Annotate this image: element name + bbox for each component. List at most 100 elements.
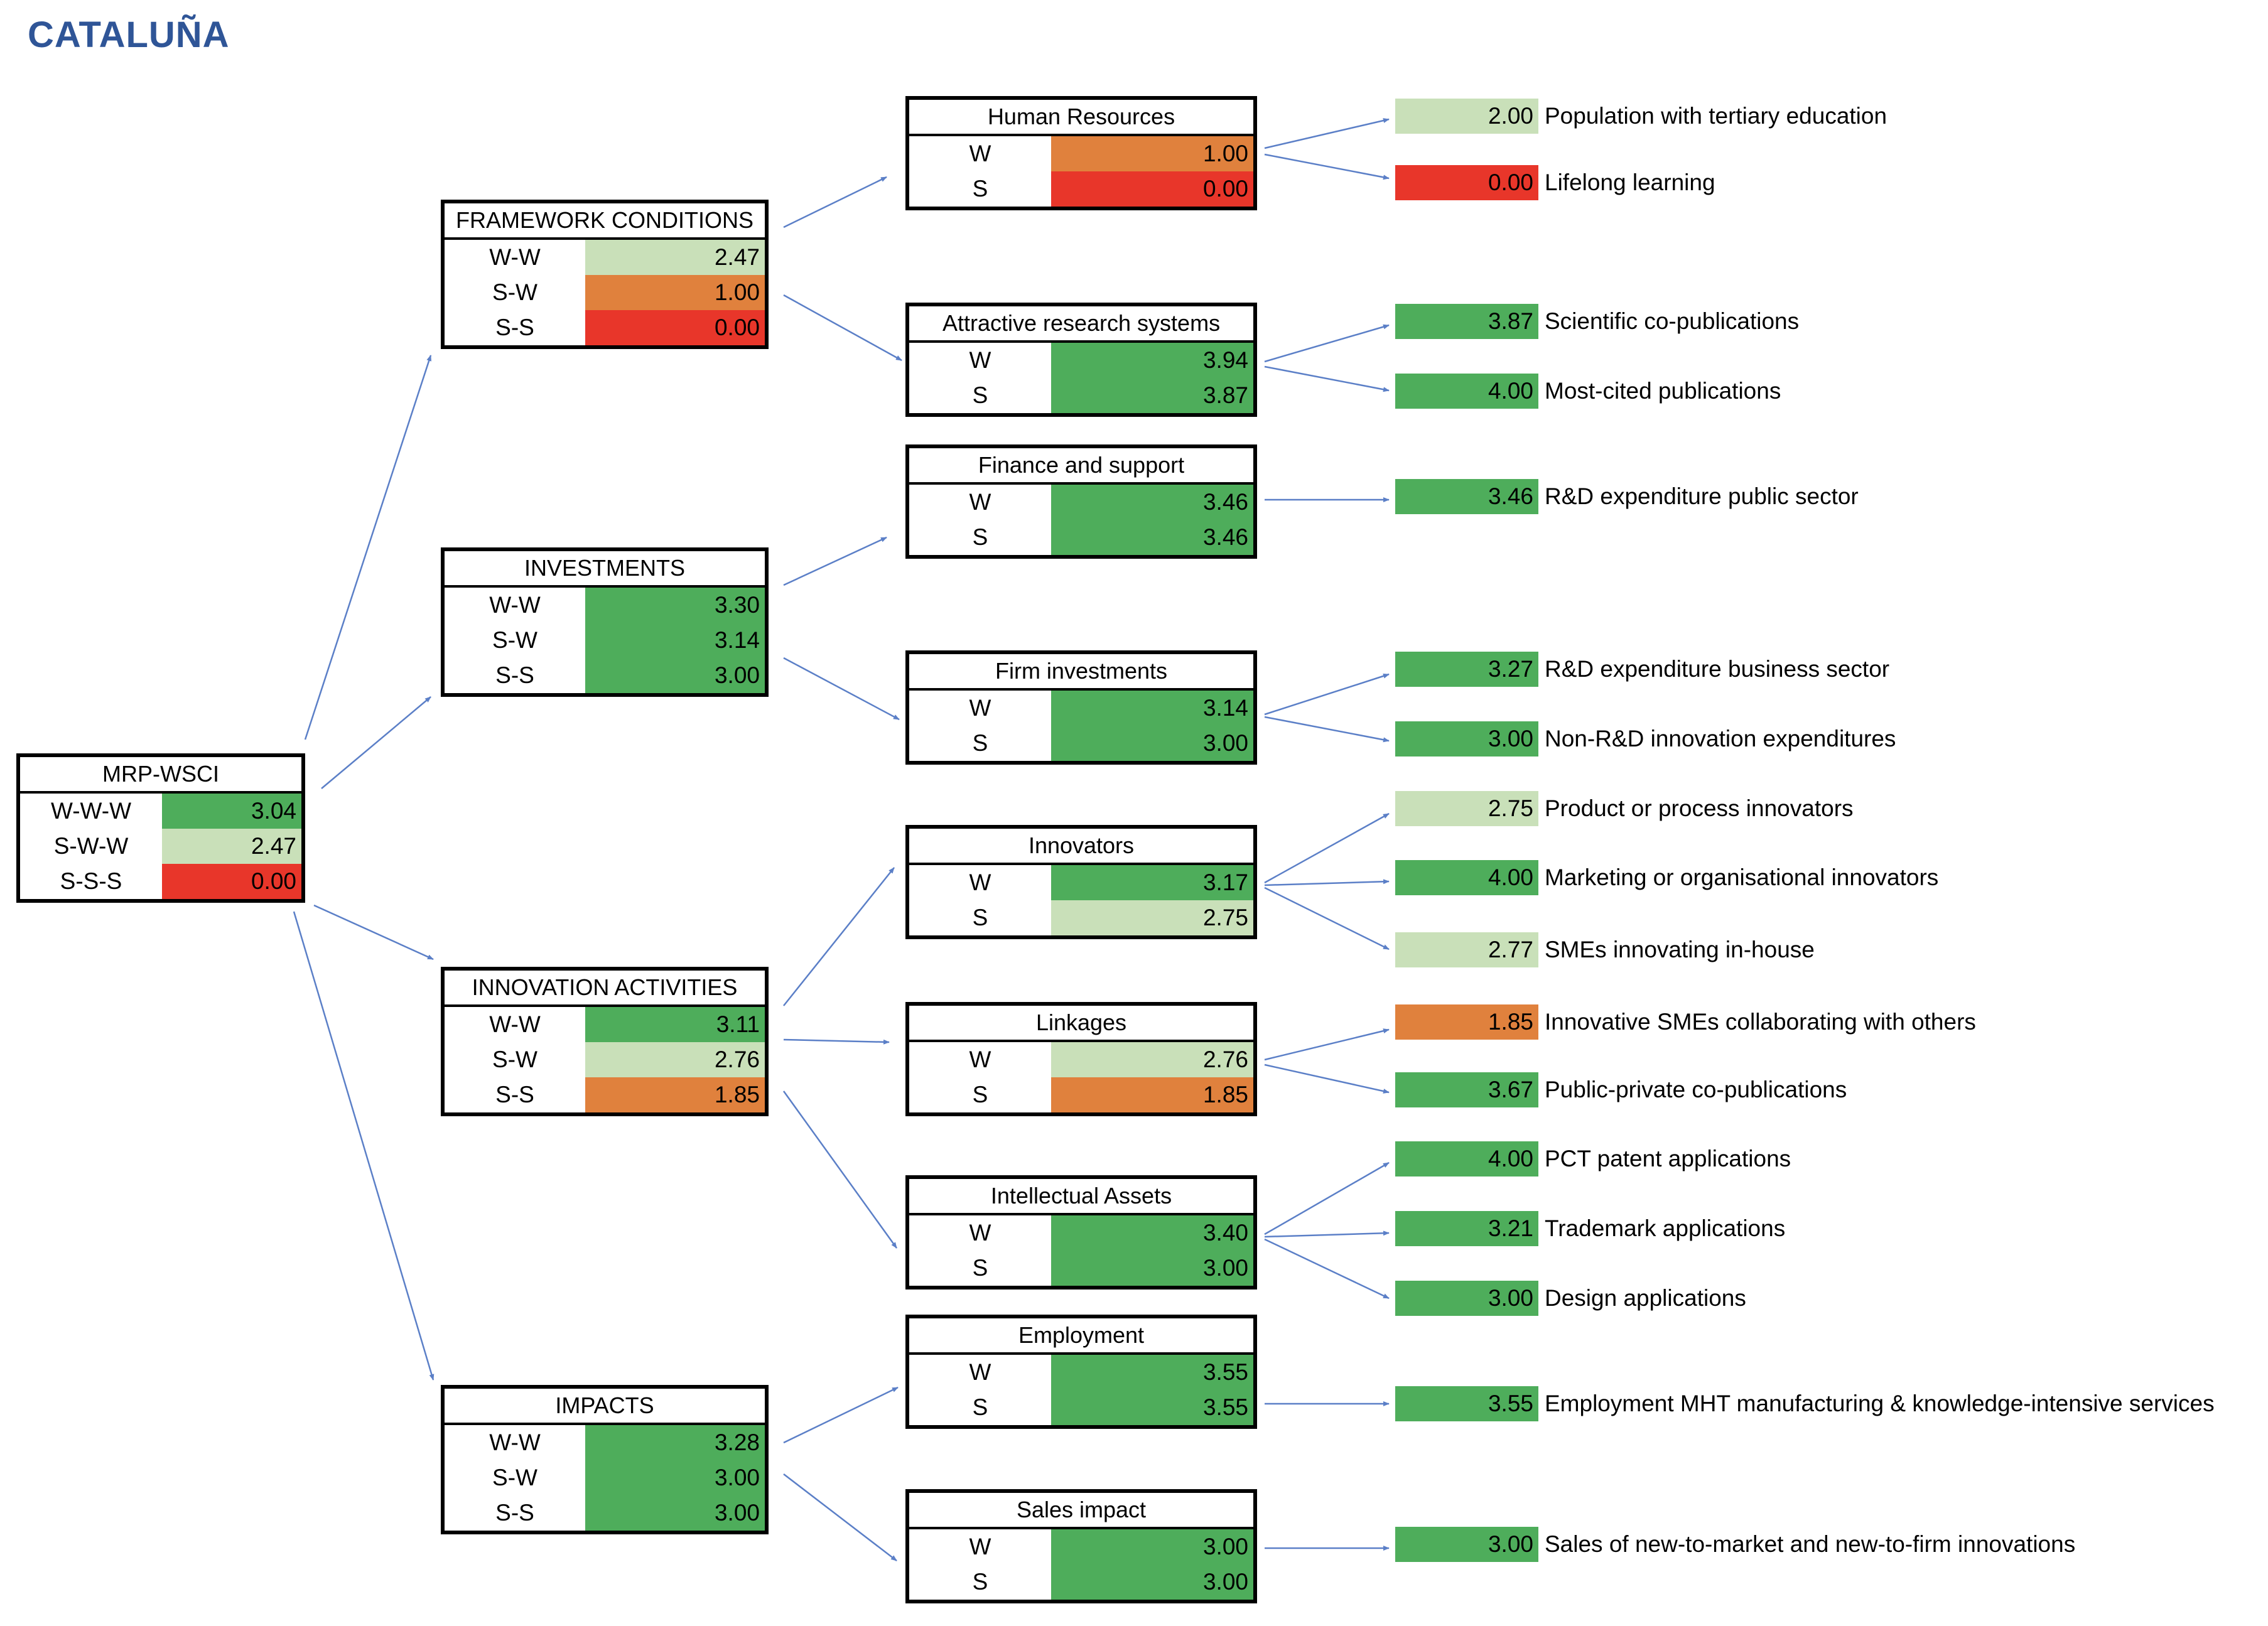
indicator-value: 3.46	[1395, 479, 1538, 514]
row-label: W	[909, 1529, 1051, 1564]
row-value: 3.30	[585, 588, 765, 623]
row-label: S	[909, 1077, 1051, 1112]
connector-arrow	[1264, 153, 1390, 180]
connector-arrow	[783, 294, 902, 362]
indicator-label: Most-cited publications	[1545, 378, 1781, 404]
row-value: 3.28	[585, 1425, 765, 1460]
row-label: S-S	[445, 1077, 585, 1112]
row-value: 1.85	[585, 1077, 765, 1112]
connector-arrow	[313, 904, 434, 961]
group-title: INNOVATION ACTIVITIES	[445, 971, 765, 1007]
indicator-value: 3.21	[1395, 1211, 1538, 1246]
row-label: S-S	[445, 310, 585, 345]
connector-arrow	[1264, 879, 1390, 886]
indicator-label: Sales of new-to-market and new-to-firm i…	[1545, 1531, 2076, 1557]
row-label: W	[909, 485, 1051, 520]
row-label: S-S	[445, 1495, 585, 1531]
row-value: 3.00	[585, 1495, 765, 1531]
indicator-label: Trademark applications	[1545, 1215, 1786, 1241]
connector-arrow	[1264, 1063, 1390, 1094]
indicator-value: 2.77	[1395, 932, 1538, 967]
dimension-title: Attractive research systems	[909, 306, 1253, 343]
row-value: 3.00	[1051, 1529, 1253, 1564]
row-value: 2.47	[585, 240, 765, 275]
dimension-title: Sales impact	[909, 1493, 1253, 1529]
row-label: W	[909, 343, 1051, 378]
row-value: 3.00	[585, 658, 765, 693]
row-label: S-W	[445, 275, 585, 310]
group-title: IMPACTS	[445, 1389, 765, 1425]
row-label: S	[909, 1390, 1051, 1425]
row-label: S-S-S	[20, 864, 162, 899]
connector-arrow	[304, 355, 432, 740]
indicator-label: SMEs innovating in-house	[1545, 937, 1815, 962]
row-label: W	[909, 865, 1051, 900]
row-label: S-W	[445, 1042, 585, 1077]
row-value: 2.75	[1051, 900, 1253, 935]
row-value: 0.00	[585, 310, 765, 345]
indicator-label: Product or process innovators	[1545, 795, 1854, 821]
indicator-value: 3.27	[1395, 652, 1538, 687]
row-value: 1.00	[585, 275, 765, 310]
row-value: 3.14	[1051, 691, 1253, 726]
indicator-value: 3.87	[1395, 304, 1538, 339]
indicator-trademark-applications: 3.21 Trademark applications	[1395, 1211, 1785, 1246]
row-label: W	[909, 1215, 1051, 1251]
connector-arrow	[1264, 673, 1390, 716]
dimension-title: Intellectual Assets	[909, 1179, 1253, 1215]
root-row: S-W-W 2.47	[20, 829, 301, 864]
row-value: 0.00	[1051, 171, 1253, 207]
connector-arrow	[1264, 1238, 1390, 1300]
row-label: S	[909, 1251, 1051, 1286]
row-value: 0.00	[162, 864, 301, 899]
row-value: 3.14	[585, 623, 765, 658]
indicator-value: 3.00	[1395, 721, 1538, 756]
row-label: W-W	[445, 240, 585, 275]
root-title: MRP-WSCI	[20, 757, 301, 794]
connector-arrow	[1264, 716, 1390, 743]
row-label: W	[909, 1355, 1051, 1390]
row-label: W-W	[445, 1007, 585, 1042]
root-box: MRP-WSCI W-W-W 3.04 S-W-W 2.47 S-S-S 0.0…	[16, 753, 305, 903]
row-label: S-W	[445, 1460, 585, 1495]
root-row: S-S-S 0.00	[20, 864, 301, 899]
row-label: W-W	[445, 588, 585, 623]
row-value: 3.00	[1051, 1564, 1253, 1600]
row-value: 3.00	[1051, 726, 1253, 761]
indicator-value: 3.00	[1395, 1527, 1538, 1562]
row-value: 3.00	[585, 1460, 765, 1495]
indicator-label: Design applications	[1545, 1285, 1746, 1311]
row-label: S	[909, 1564, 1051, 1600]
root-row: W-W-W 3.04	[20, 794, 301, 829]
row-value: 2.76	[1051, 1042, 1253, 1077]
row-label: S-S	[445, 658, 585, 693]
connector-arrow	[783, 867, 895, 1006]
indicator-smes-innovating-in-house: 2.77 SMEs innovating in-house	[1395, 932, 1815, 967]
